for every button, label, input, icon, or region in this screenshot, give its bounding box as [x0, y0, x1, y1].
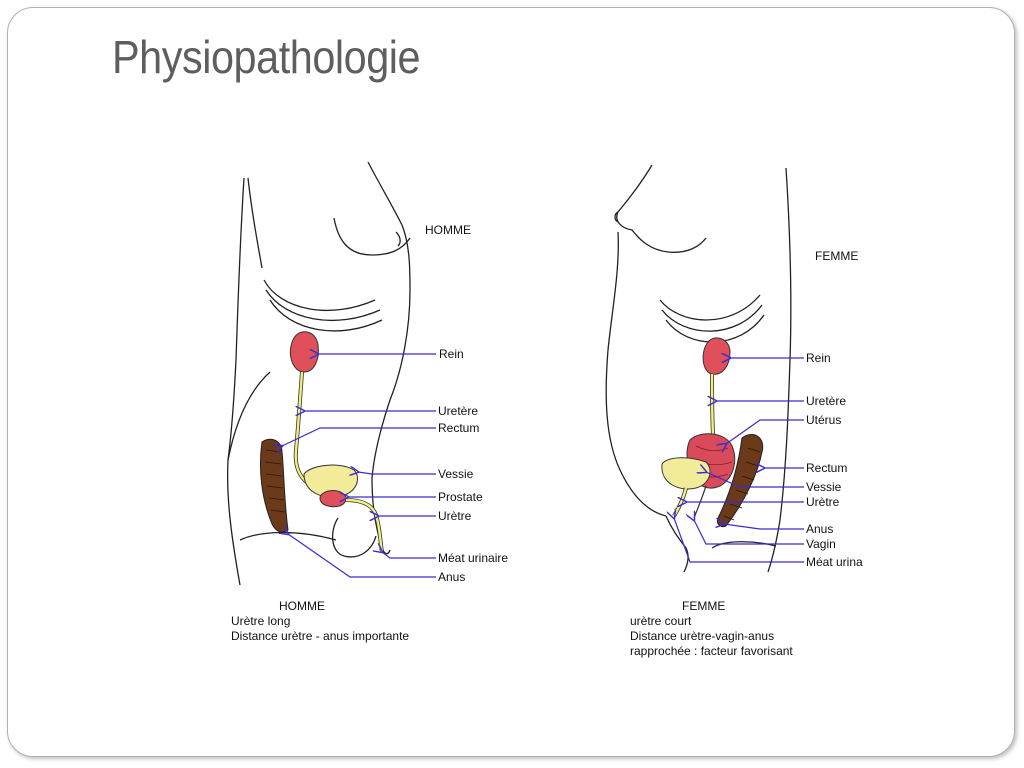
male-label-prostate: Prostate [438, 490, 483, 504]
male-figure [226, 161, 411, 586]
female-figure [605, 164, 792, 573]
female-caption-line-2: Distance urètre-vagin-anus [630, 629, 775, 643]
female-kidney [702, 337, 731, 375]
female-caption: FEMME urètre court Distance urètre-vagin… [630, 599, 793, 659]
male-urethra [345, 498, 384, 553]
arrow-f-meat [674, 518, 804, 563]
female-bladder [661, 457, 711, 490]
slide-title: Physiopathologie [112, 31, 421, 83]
female-label-rein: Rein [806, 351, 831, 365]
arrow-f-vessie [706, 472, 804, 488]
slide-frame [7, 7, 1015, 757]
arrow-f-vagin [694, 520, 804, 545]
male-label-anus: Anus [438, 570, 465, 584]
male-kidney [289, 331, 319, 373]
male-heading: HOMME [425, 223, 471, 237]
male-bladder [303, 464, 358, 498]
female-label-anus: Anus [806, 522, 833, 536]
male-caption-heading: HOMME [279, 599, 325, 613]
male-label-meat: Méat urinaire [438, 551, 508, 565]
arrow-vessie [358, 472, 436, 474]
female-rectum [717, 434, 764, 527]
male-caption-line-1: Urètre long [231, 614, 291, 628]
male-labels: HOMME Rein Uretère Rectum Vessie Prostat… [425, 223, 508, 584]
female-labels: FEMME Rein Uretère Utérus Rectum Vessie … [806, 249, 863, 569]
arrow-rectum [282, 427, 436, 446]
male-organs [260, 331, 384, 553]
female-label-uretre: Urètre [806, 495, 840, 509]
male-prostate [319, 490, 347, 508]
arrow-f-uterus [726, 419, 804, 444]
female-caption-line-1: urètre court [630, 614, 692, 628]
female-label-uterus: Utérus [806, 413, 841, 427]
female-label-meat: Méat urina [806, 555, 863, 569]
female-label-uretere: Uretère [806, 394, 846, 408]
arrow-anus [288, 534, 436, 578]
arrow-meat [382, 552, 436, 559]
male-label-vessie: Vessie [438, 467, 474, 481]
male-label-uretere: Uretère [438, 404, 478, 418]
male-arrows [282, 354, 436, 578]
male-label-rectum: Rectum [438, 421, 479, 435]
female-caption-line-3: rapprochée : facteur favorisant [630, 644, 793, 658]
female-label-rectum: Rectum [806, 461, 847, 475]
female-arrows [674, 358, 804, 563]
female-organs [661, 337, 764, 527]
male-rectum [260, 438, 289, 533]
arrow-f-anus [724, 524, 804, 530]
male-label-rein: Rein [439, 347, 464, 361]
male-label-uretre: Urètre [438, 509, 472, 523]
female-caption-heading: FEMME [682, 599, 726, 613]
male-caption: HOMME Urètre long Distance urètre - anus… [231, 599, 409, 644]
male-caption-line-2: Distance urètre - anus importante [231, 629, 410, 643]
female-heading: FEMME [815, 249, 858, 263]
female-label-vessie: Vessie [806, 480, 842, 494]
female-label-vagin: Vagin [806, 537, 836, 551]
